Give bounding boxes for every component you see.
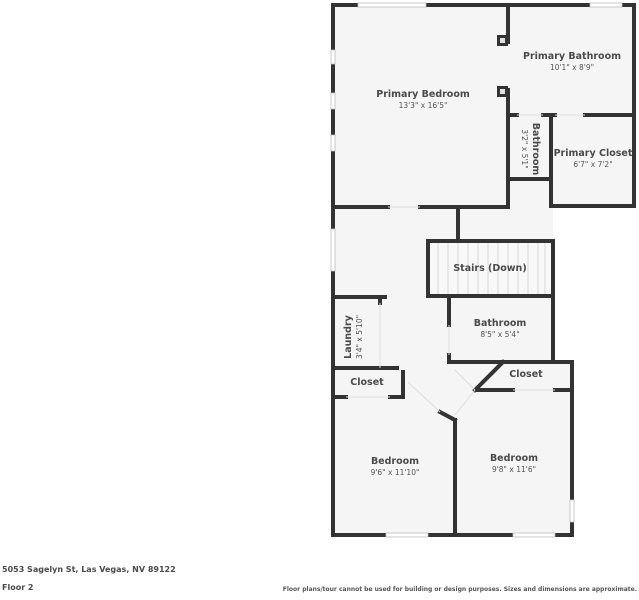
room-bedroom-left: Bedroom 9'6" x 11'10" <box>355 456 435 478</box>
room-name: Primary Bedroom <box>376 89 470 100</box>
room-name: Bathroom <box>530 122 541 176</box>
doors <box>346 114 585 416</box>
windows <box>330 2 623 538</box>
room-name: Bathroom <box>473 318 527 329</box>
room-dimensions: 3'2" x 5'1" <box>520 129 529 169</box>
room-dimensions: 3'4" x 5'10" <box>355 314 364 360</box>
disclaimer: Floor plans/tour cannot be used for buil… <box>282 586 637 593</box>
room-dimensions: 8'5" x 5'4" <box>480 330 520 339</box>
property-address: 5053 Sagelyn St, Las Vegas, NV 89122 <box>2 565 176 574</box>
pillars <box>497 35 508 97</box>
room-closet-right: Closet <box>496 369 556 381</box>
stairs-label: Stairs (Down) <box>440 263 540 275</box>
room-name: Closet <box>509 369 543 380</box>
room-name: Primary Closet <box>553 148 633 159</box>
room-bathroom-small: Bathroom 3'2" x 5'1" <box>519 119 541 179</box>
room-dimensions: 9'6" x 11'10" <box>370 468 420 477</box>
room-bedroom-right: Bedroom 9'8" x 11'6" <box>474 453 554 475</box>
room-primary-closet: Primary Closet 6'7" x 7'2" <box>552 148 634 170</box>
room-dimensions: 6'7" x 7'2" <box>573 160 613 169</box>
room-name: Laundry <box>343 315 354 359</box>
room-dimensions: 9'8" x 11'6" <box>491 465 537 474</box>
room-name: Bedroom <box>489 453 539 464</box>
floor-label: Floor 2 <box>2 583 34 592</box>
room-name: Stairs (Down) <box>453 263 527 274</box>
room-bathroom: Bathroom 8'5" x 5'4" <box>460 318 540 340</box>
room-laundry: Laundry 3'4" x 5'10" <box>343 307 365 367</box>
room-primary-bedroom: Primary Bedroom 13'3" x 16'5" <box>374 89 472 111</box>
room-name: Primary Bathroom <box>523 51 621 62</box>
room-dimensions: 13'3" x 16'5" <box>398 101 448 110</box>
stairs <box>428 241 553 296</box>
room-primary-bathroom: Primary Bathroom 10'1" x 8'9" <box>518 51 626 73</box>
room-closet-left: Closet <box>337 377 397 389</box>
room-name: Closet <box>350 377 384 388</box>
room-dimensions: 10'1" x 8'9" <box>549 63 595 72</box>
room-name: Bedroom <box>370 456 420 467</box>
